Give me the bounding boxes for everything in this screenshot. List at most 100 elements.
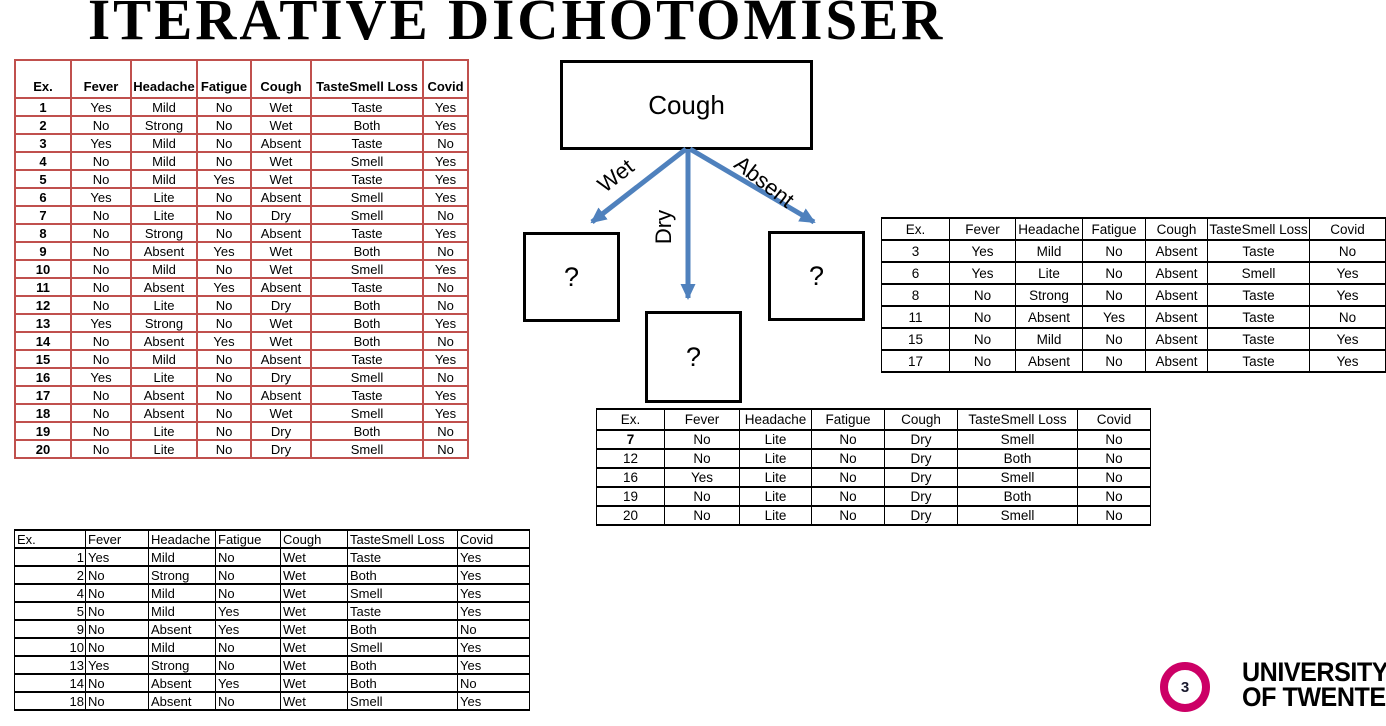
table-cell: Yes	[1309, 327, 1386, 351]
table-cell: Mild	[130, 97, 198, 117]
table-cell: No	[196, 205, 252, 225]
table-cell: Absent	[250, 277, 312, 297]
table-cell: Wet	[280, 565, 348, 585]
table-cell: Wet	[250, 259, 312, 279]
column-header: Fatigue	[811, 408, 885, 431]
table-cell: No	[85, 583, 149, 603]
column-header: Fever	[664, 408, 740, 431]
column-header: Cough	[1145, 217, 1208, 241]
table-cell: No	[949, 327, 1016, 351]
table-cell: No	[196, 259, 252, 279]
table-cell: Taste	[310, 223, 424, 243]
table-cell: No	[196, 133, 252, 153]
table-cell: Absent	[1145, 261, 1208, 285]
table-cell: Lite	[130, 439, 198, 459]
table-cell: Wet	[250, 97, 312, 117]
table-cell: 20	[596, 505, 665, 526]
table-cell: No	[70, 403, 132, 423]
table-cell: No	[811, 429, 885, 450]
table-cell: Absent	[1145, 305, 1208, 329]
table-cell: Taste	[347, 547, 458, 567]
column-header: TasteSmell Loss	[957, 408, 1078, 431]
table-cell: Absent	[250, 133, 312, 153]
table-cell: No	[1077, 429, 1151, 450]
table-cell: Absent	[250, 385, 312, 405]
table-cell: Both	[347, 619, 458, 639]
table-cell: 10	[14, 637, 86, 657]
table-cell: Yes	[196, 277, 252, 297]
column-header: Ex.	[596, 408, 665, 431]
column-header: Fever	[85, 529, 149, 549]
table-cell: Mild	[130, 259, 198, 279]
table-cell: Yes	[422, 151, 469, 171]
table-cell: No	[85, 619, 149, 639]
table-cell: 16	[596, 467, 665, 488]
table-cell: No	[1309, 239, 1386, 263]
table-cell: Yes	[457, 547, 530, 567]
table-cell: No	[70, 169, 132, 189]
branch-arrow-wet	[590, 147, 688, 224]
table-cell: Yes	[949, 261, 1016, 285]
table-cell: Yes	[70, 313, 132, 333]
table-cell: No	[70, 385, 132, 405]
table-cell: Smell	[310, 151, 424, 171]
table-cell: No	[1082, 349, 1146, 373]
table-cell: 9	[14, 241, 72, 261]
table-cell: Yes	[1082, 305, 1146, 329]
table-cell: 14	[14, 673, 86, 693]
table-cell: No	[196, 439, 252, 459]
table-cell: Mild	[130, 151, 198, 171]
table-cell: No	[85, 601, 149, 621]
table-cell: Yes	[457, 691, 530, 711]
table-cell: Dry	[250, 367, 312, 387]
table-cell: Absent	[148, 619, 216, 639]
table-cell: Strong	[130, 223, 198, 243]
table-cell: 3	[881, 239, 950, 263]
table-cell: Wet	[280, 619, 348, 639]
table-cell: No	[215, 637, 281, 657]
table-cell: No	[85, 565, 149, 585]
table-cell: 1	[14, 97, 72, 117]
column-header: Cough	[280, 529, 348, 549]
table-cell: Yes	[85, 655, 149, 675]
table-cell: 15	[14, 349, 72, 369]
table-cell: 4	[14, 583, 86, 603]
table-cell: Dry	[884, 486, 958, 507]
table-cell: 8	[881, 283, 950, 307]
table-cell: Smell	[347, 691, 458, 711]
table-cell: Absent	[1145, 283, 1208, 307]
table-cell: 17	[14, 385, 72, 405]
column-header: Covid	[1077, 408, 1151, 431]
table-cell: Lite	[130, 295, 198, 315]
table-cell: No	[215, 547, 281, 567]
table-cell: Absent	[1015, 349, 1083, 373]
table-cell: 19	[596, 486, 665, 507]
table-cell: Both	[347, 655, 458, 675]
table-cell: 10	[14, 259, 72, 279]
column-header: Ex.	[881, 217, 950, 241]
table-cell: Yes	[85, 547, 149, 567]
table-cell: Taste	[1207, 283, 1310, 307]
table-cell: No	[196, 403, 252, 423]
table-cell: Smell	[310, 187, 424, 207]
table-cell: Wet	[280, 673, 348, 693]
table-cell: Mild	[1015, 327, 1083, 351]
column-header: Fever	[949, 217, 1016, 241]
column-header: Headache	[148, 529, 216, 549]
table-cell: 2	[14, 115, 72, 135]
table-cell: No	[422, 367, 469, 387]
